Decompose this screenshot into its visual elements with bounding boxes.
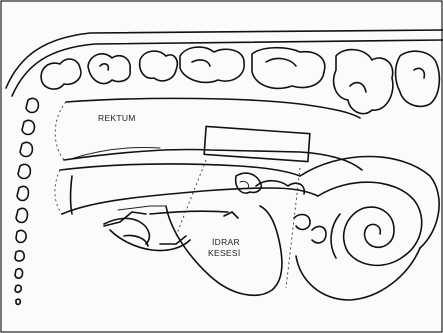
vaginal-tube: [55, 164, 318, 214]
rectum: [55, 98, 362, 170]
uterus-horn: [294, 157, 439, 301]
probe-body: [204, 126, 310, 161]
ovary-region: [236, 173, 305, 194]
rectum-cut-edge: [55, 102, 66, 160]
tail-vertebrae: [15, 98, 38, 304]
bladder-label-line2: KESESİ: [208, 248, 241, 258]
bladder-label-line1: İDRAR: [212, 237, 240, 247]
beam-left: [176, 160, 206, 236]
rectum-label: REKTUM: [98, 113, 136, 123]
vertebral-column: [41, 47, 439, 114]
